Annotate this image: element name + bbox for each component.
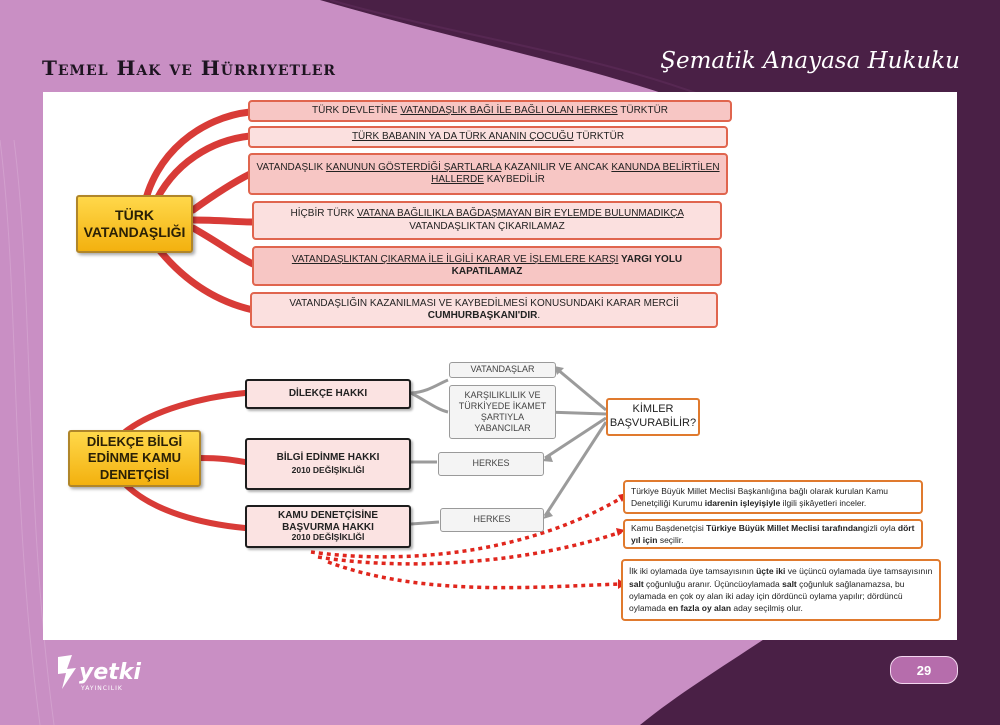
logo-subtext: YAYINCILIK	[80, 685, 123, 692]
statement-4-text: HİÇBİR TÜRK VATANA BAĞLILIKLA BAĞDAŞMAYA…	[290, 208, 684, 232]
statement-6-text: VATANDAŞLIĞIN KAZANILMASI VE KAYBEDİLMES…	[289, 297, 679, 322]
statement-5-text: VATANDAŞLIKTAN ÇIKARMA İLE İLGİLİ KARAR …	[291, 253, 683, 278]
citizenship-statement-4: HİÇBİR TÜRK VATANA BAĞLILIKLA BAĞDAŞMAYA…	[252, 201, 722, 240]
information-right-box: BİLGİ EDİNME HAKKI 2010 DEĞİŞİKLİĞİ	[245, 438, 411, 490]
turkish-citizenship-node: TÜRK VATANDAŞLIĞI	[76, 195, 193, 253]
note-1-text: Türkiye Büyük Millet Meclisi Başkanlığın…	[631, 485, 889, 508]
publisher-logo: yetki YAYINCILIK	[54, 649, 154, 694]
citizenship-statement-3: VATANDAŞLIK KANUNUN GÖSTERDİĞİ ŞARTLARLA…	[248, 153, 728, 195]
ombudsman-note-3: İlk iki oylamada üye tamsayısının üçte i…	[621, 559, 941, 621]
note-2-text: Kamu Başdenetçisi Türkiye Büyük Millet M…	[631, 522, 915, 545]
page-number: 29	[890, 656, 958, 684]
who-can-apply-box: KİMLER BAŞVURABİLİR?	[606, 398, 700, 436]
ombudsman-right-label: KAMU DENETÇİSİNE BAŞVURMA HAKKI	[277, 510, 378, 533]
applicant-everyone-ombudsman: HERKES	[440, 508, 544, 532]
petition-right-box: DİLEKÇE HAKKI	[245, 379, 411, 409]
statement-1-text: TÜRK DEVLETİNE VATANDAŞLIK BAĞI İLE BAĞL…	[311, 104, 669, 116]
petition-info-ombudsman-node: DİLEKÇE BİLGİ EDİNME KAMU DENETÇİSİ	[68, 430, 201, 487]
information-right-sub: 2010 DEĞİŞİKLİĞİ	[291, 464, 365, 475]
content-area: TÜRK VATANDAŞLIĞI TÜRK DEVLETİNE VATANDA…	[43, 92, 957, 640]
section-title: Temel Hak ve Hürriyetler	[42, 56, 337, 80]
ombudsman-right-sub: 2010 DEĞİŞİKLİĞİ	[291, 532, 365, 543]
citizenship-statement-5: VATANDAŞLIKTAN ÇIKARMA İLE İLGİLİ KARAR …	[252, 246, 722, 286]
logo-text: yetki	[79, 660, 141, 685]
book-title: Şematik Anayasa Hukuku	[660, 48, 960, 74]
ombudsman-right-box: KAMU DENETÇİSİNE BAŞVURMA HAKKI 2010 DEĞ…	[245, 505, 411, 548]
applicant-foreigners: KARŞILIKLILIK VE TÜRKİYEDE İKAMET ŞARTIY…	[449, 385, 556, 439]
citizenship-statement-6: VATANDAŞLIĞIN KAZANILMASI VE KAYBEDİLMES…	[250, 292, 718, 328]
citizenship-statement-1: TÜRK DEVLETİNE VATANDAŞLIK BAĞI İLE BAĞL…	[248, 100, 732, 122]
petition-right-label: DİLEKÇE HAKKI	[288, 387, 368, 399]
applicant-citizens: VATANDAŞLAR	[449, 362, 556, 378]
ombudsman-note-1: Türkiye Büyük Millet Meclisi Başkanlığın…	[623, 480, 923, 514]
logo-icon: yetki YAYINCILIK	[58, 655, 141, 692]
information-right-label: BİLGİ EDİNME HAKKI	[276, 452, 380, 464]
citizenship-statement-2: TÜRK BABANIN YA DA TÜRK ANANIN ÇOCUĞU TÜ…	[248, 126, 728, 148]
ombudsman-note-2: Kamu Başdenetçisi Türkiye Büyük Millet M…	[623, 519, 923, 549]
mindmap-connectors	[122, 108, 627, 590]
statement-3-text: VATANDAŞLIK KANUNUN GÖSTERDİĞİ ŞARTLARLA…	[256, 161, 720, 186]
note-3-text: İlk iki oylamada üye tamsayısının üçte i…	[629, 566, 933, 614]
statement-2-text: TÜRK BABANIN YA DA TÜRK ANANIN ÇOCUĞU TÜ…	[351, 130, 625, 142]
applicant-everyone-info: HERKES	[438, 452, 544, 476]
